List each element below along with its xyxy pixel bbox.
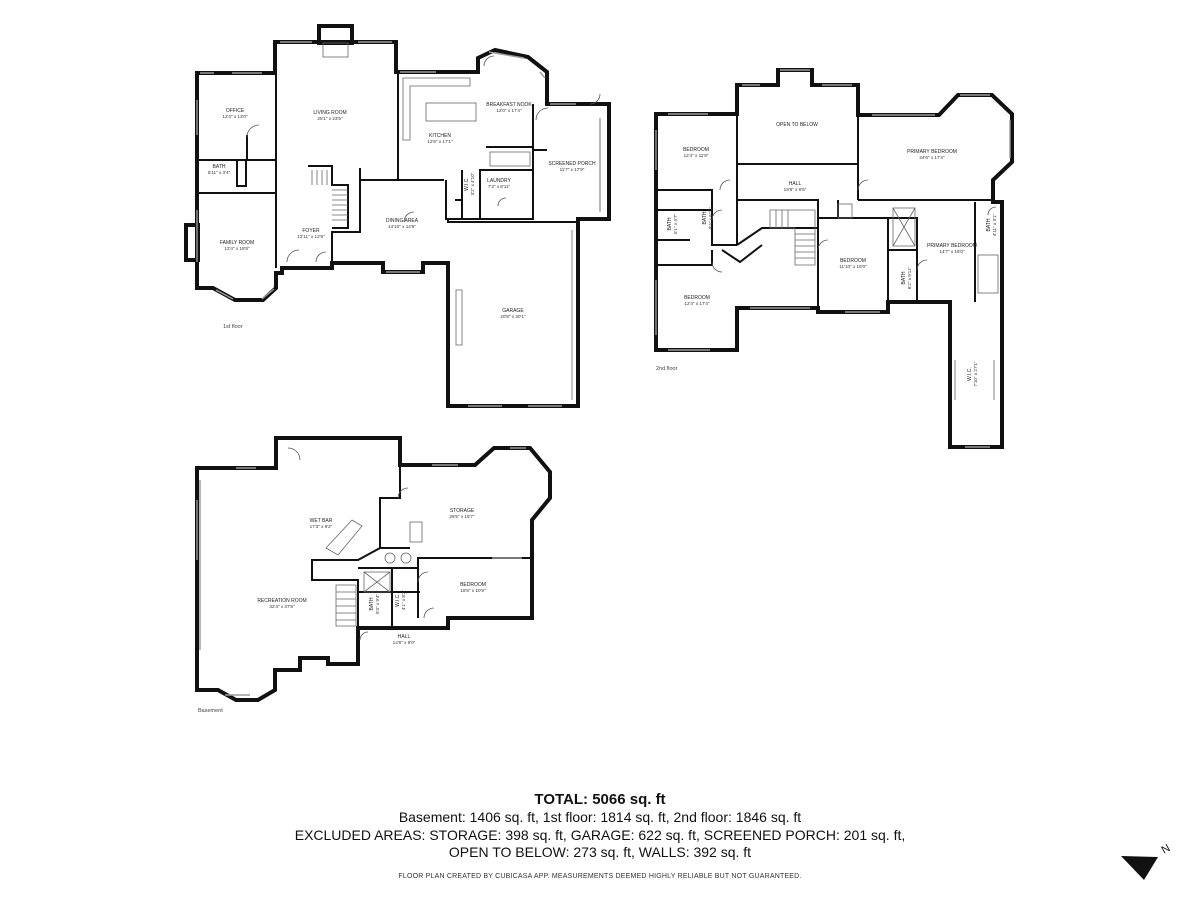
room-name: RECREATION ROOM [257, 598, 306, 604]
room-dims: 25'1" x 23'5" [317, 116, 343, 121]
room-dims: 12'4" x 13'0" [222, 114, 248, 119]
room-name: LIVING ROOM [313, 110, 346, 116]
room-dims: 32'4" x 37'8" [269, 604, 295, 609]
room-dims: 11'10" x 16'0" [839, 264, 867, 269]
room-dims: 5'3" x 9'4" [375, 594, 380, 614]
room-name: HALL [398, 634, 411, 640]
room-name: PRIMARY BEDROOM [927, 243, 977, 249]
room-name: OPEN TO BELOW [776, 122, 818, 128]
room-dims: 14'10" x 14'6" [388, 224, 416, 229]
room-name: BATH [986, 218, 992, 231]
room-dims: 5'1" x 4'7" [673, 214, 678, 234]
room-name: PRIMARY BEDROOM [907, 149, 957, 155]
room-name: BEDROOM [684, 295, 710, 301]
room-name: GARAGE [502, 308, 524, 314]
room-dims: 11'7" x 17'9" [560, 167, 585, 172]
room-name: BREAKFAST NOOK [486, 102, 532, 108]
second-floor-plan: BEDROOM 12'4" x 11'9" OPEN TO BELOW PRIM… [654, 68, 1014, 449]
room-name: STORAGE [450, 508, 475, 514]
north-label: N [1160, 842, 1173, 856]
floor-label: 1st floor [223, 324, 243, 330]
room-dims: 18'5" x 10'9" [460, 588, 486, 593]
north-arrow-icon: N [1121, 842, 1173, 880]
room-dims: 12'4" x 18'8" [224, 246, 250, 251]
room-dims: 3'2" x 4'10" [470, 172, 475, 195]
room-name: BEDROOM [460, 582, 486, 588]
room-name: W.I.C. [967, 367, 973, 381]
room-dims: 14'7" x 16'0" [939, 249, 965, 254]
room-name: BEDROOM [840, 258, 866, 264]
room-name: WET BAR [310, 518, 333, 524]
room-name: LAUNDRY [487, 178, 511, 184]
room-name: SCREENED PORCH [548, 161, 596, 167]
excluded-areas-cont: OPEN TO BELOW: 273 sq. ft, WALLS: 392 sq… [448, 844, 752, 860]
room-dims: 28'5" x 15'7" [449, 514, 475, 519]
room-dims: 4'11" x 3'1" [992, 213, 997, 236]
room-dims: 19'8" x 6'5" [784, 187, 807, 192]
room-dims: 7'10" x 27'1" [973, 361, 978, 387]
room-name: BEDROOM [683, 147, 709, 153]
room-dims: 12'4" x 17'4" [684, 301, 710, 306]
room-name: BATH [369, 597, 375, 610]
room-dims: 24'6" x 17'4" [919, 155, 945, 160]
room-dims: 17'3" x 9'2" [310, 524, 333, 529]
room-dims: 6'2" x 9'11" [907, 266, 912, 289]
credit-note: FLOOR PLAN CREATED BY CUBICASA APP. MEAS… [398, 872, 802, 880]
room-name: KITCHEN [429, 133, 451, 139]
room-dims: 4'1" x 8'2" [401, 590, 406, 610]
room-name: DINING AREA [386, 218, 419, 224]
room-dims: 12'4" x 11'9" [684, 153, 709, 158]
room-name: OFFICE [226, 108, 245, 114]
room-dims: 20'8" x 30'1" [500, 314, 526, 319]
room-name: BATH [667, 217, 673, 230]
room-name: BATH [702, 211, 708, 224]
floor-plan: OFFICE 12'4" x 13'0" LIVING ROOM 25'1" x… [184, 24, 1014, 714]
room-dims: 12'6" x 17'1" [427, 139, 453, 144]
floor-label: Basement [198, 708, 223, 714]
floor-label: 2nd floor [656, 366, 678, 372]
basement-plan: WET BAR 17'3" x 9'2" STORAGE 28'5" x 15'… [195, 436, 552, 714]
first-floor-plan: OFFICE 12'4" x 13'0" LIVING ROOM 25'1" x… [184, 24, 611, 408]
area-summary: TOTAL: 5066 sq. ft Basement: 1406 sq. ft… [0, 790, 1200, 880]
room-dims: 8'4" x 6'11" [708, 206, 713, 229]
room-dims: 5'11" x 3'4" [208, 170, 231, 175]
room-name: FOYER [302, 228, 320, 234]
room-name: W.I.C. [395, 593, 401, 607]
room-name: HALL [789, 181, 802, 187]
room-name: W.I.C. [464, 177, 470, 191]
room-dims: 14'6" x 9'0" [393, 640, 416, 645]
total-area: TOTAL: 5066 sq. ft [534, 791, 666, 808]
room-dims: 12'0" x 17'4" [496, 108, 522, 113]
room-name: BATH [213, 164, 226, 170]
excluded-areas: EXCLUDED AREAS: STORAGE: 398 sq. ft, GAR… [294, 826, 906, 843]
room-name: FAMILY ROOM [220, 240, 254, 246]
room-name: BATH [901, 271, 907, 284]
floor-areas: Basement: 1406 sq. ft, 1st floor: 1814 s… [398, 809, 802, 825]
room-dims: 12'11" x 12'6" [297, 234, 325, 239]
room-dims: 7'3" x 8'11" [488, 184, 511, 189]
